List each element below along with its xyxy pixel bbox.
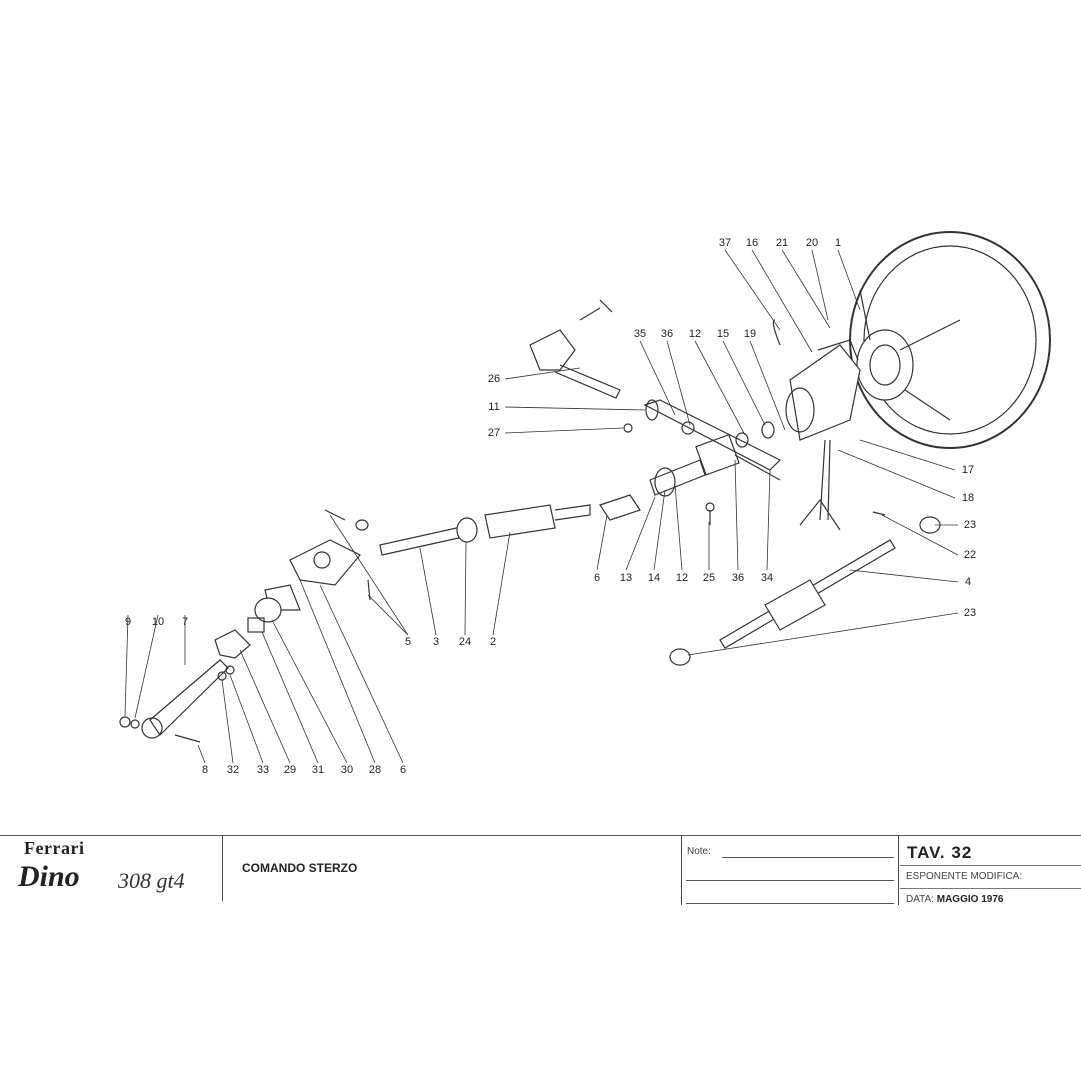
date-value: MAGGIO 1976 <box>936 894 1004 905</box>
divider <box>898 835 899 905</box>
callout-label: 16 <box>745 237 759 249</box>
divider <box>681 835 682 905</box>
callout-label: 34 <box>760 572 774 584</box>
callout-label: 36 <box>731 572 745 584</box>
callout-label: 30 <box>340 764 354 776</box>
callout-label: 37 <box>718 237 732 249</box>
dino-logo-script: Dino <box>18 860 80 893</box>
model-number-logo: 308 gt4 <box>118 868 185 893</box>
callout-label: 8 <box>201 764 209 776</box>
callout-label: 23 <box>963 607 977 619</box>
callout-label: 24 <box>458 636 472 648</box>
lower-steering-shaft <box>669 502 941 666</box>
note-line <box>686 880 894 881</box>
callout-label: 17 <box>961 464 975 476</box>
callout-label: 23 <box>963 519 977 531</box>
callout-label: 11 <box>488 401 500 413</box>
callout-label: 4 <box>964 576 972 588</box>
callout-label: 21 <box>775 237 789 249</box>
divider <box>900 865 1081 866</box>
callout-label: 7 <box>181 616 189 628</box>
title-block <box>0 835 1081 906</box>
callout-label: 5 <box>404 636 412 648</box>
drawing-title: COMANDO STERZO <box>242 861 358 875</box>
callout-label: 6 <box>399 764 407 776</box>
callout-label: 2 <box>489 636 497 648</box>
callout-label: 12 <box>688 328 702 340</box>
callout-label: 14 <box>647 572 661 584</box>
callout-label: 6 <box>593 572 601 584</box>
callout-label: 29 <box>283 764 297 776</box>
callout-label: 32 <box>226 764 240 776</box>
leader-lines <box>124 249 959 764</box>
divider <box>222 835 223 901</box>
ferrari-logo-text: Ferrari <box>24 838 85 858</box>
callout-label: 18 <box>961 492 975 504</box>
callout-label: 22 <box>963 549 977 561</box>
callout-label: 35 <box>633 328 647 340</box>
callout-label: 25 <box>702 572 716 584</box>
callout-label: 26 <box>487 373 501 385</box>
callout-label: 13 <box>619 572 633 584</box>
note-line <box>686 903 894 904</box>
callout-label: 12 <box>675 572 689 584</box>
callout-label: 10 <box>151 616 165 628</box>
callout-label: 31 <box>311 764 325 776</box>
ignition-lock <box>529 299 633 433</box>
table-number: TAV. 32 <box>907 843 973 862</box>
callout-label: 9 <box>124 616 132 628</box>
callout-label: 19 <box>743 328 757 340</box>
date-label: DATA: <box>906 894 934 905</box>
callout-label: 3 <box>432 636 440 648</box>
callout-label: 15 <box>716 328 730 340</box>
note-line <box>722 857 894 858</box>
steering-shafts <box>119 459 706 743</box>
callout-label: 36 <box>660 328 674 340</box>
column-switch-housing <box>772 319 861 531</box>
date-field: DATA: MAGGIO 1976 <box>906 894 1003 905</box>
upper-column-tube <box>643 399 782 481</box>
callout-label: 20 <box>805 237 819 249</box>
callout-label: 1 <box>834 237 842 249</box>
callout-label: 33 <box>256 764 270 776</box>
steering-wheel <box>849 231 1051 449</box>
callout-label: 28 <box>368 764 382 776</box>
esponente-modifica-label: ESPONENTE MODIFICA: <box>906 871 1023 882</box>
note-label: Note: <box>687 846 711 857</box>
divider <box>900 888 1081 889</box>
callout-label: 27 <box>487 427 501 439</box>
